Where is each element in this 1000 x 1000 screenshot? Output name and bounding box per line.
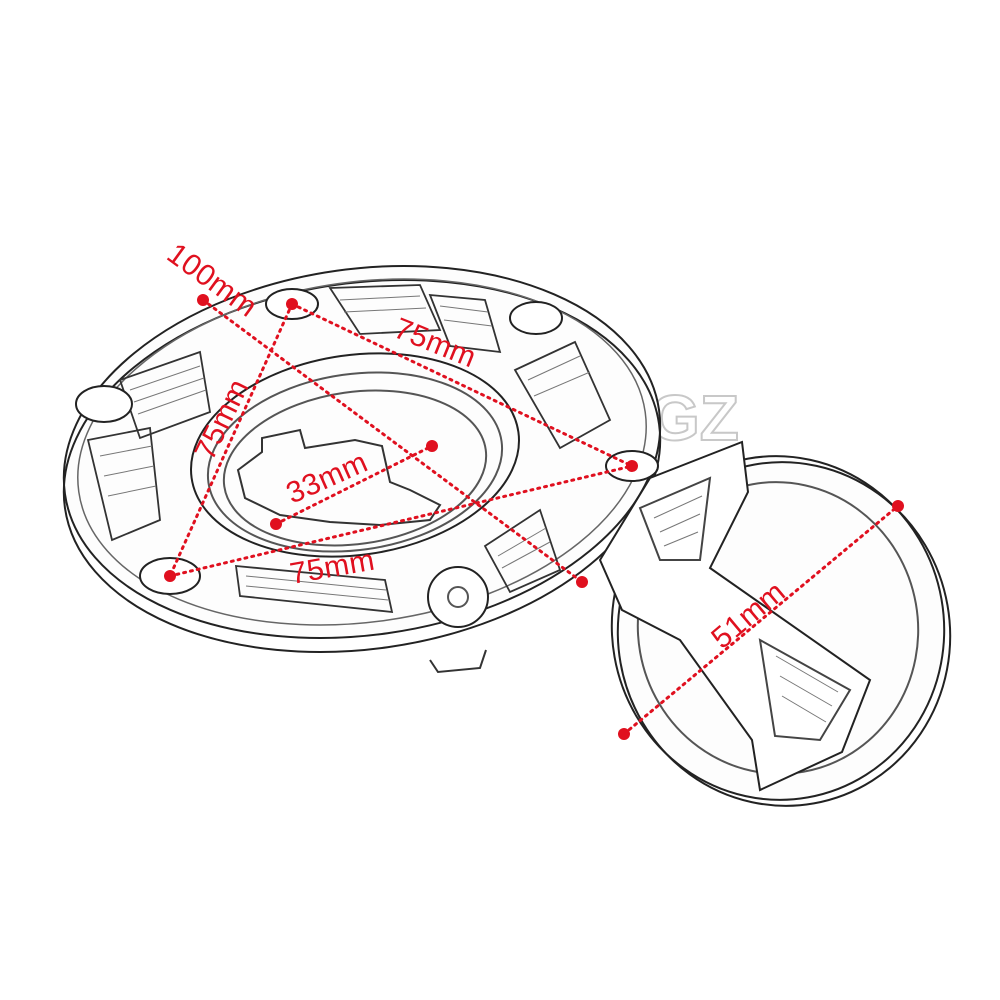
dimension-lines	[168, 298, 900, 736]
dimension-endpoints	[164, 294, 904, 740]
dim-line-left	[168, 302, 294, 578]
cap-rib-lines	[653, 495, 839, 723]
base-ring-pockets	[86, 284, 612, 614]
fuel-cap-base-ring	[62, 265, 662, 674]
dim-line-top	[290, 302, 634, 468]
dim-line-inner	[274, 444, 434, 526]
dim-line-cap	[622, 504, 900, 736]
watermark: GZ	[650, 382, 739, 454]
dim-line-bottom	[168, 464, 634, 578]
dim-line-outer	[201, 298, 584, 584]
pocket-rib-lines	[99, 295, 591, 601]
fuel-cap-lid	[598, 440, 952, 807]
